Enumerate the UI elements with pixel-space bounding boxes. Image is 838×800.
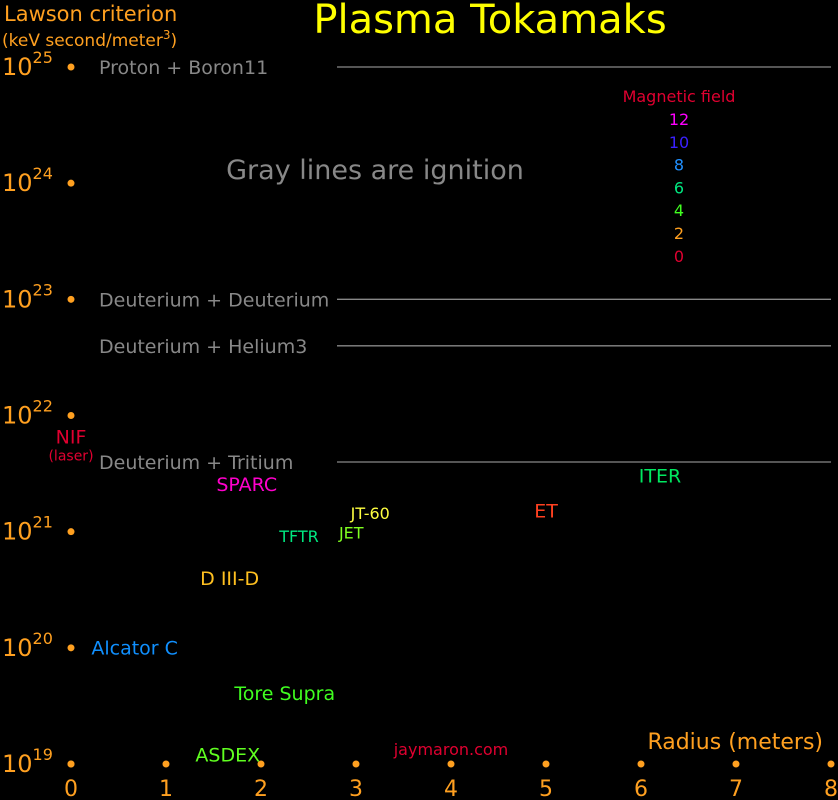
x-tick-dot-6: [637, 760, 645, 768]
legend-entry-8: 8: [674, 156, 684, 175]
x-tick-dot-3: [352, 760, 360, 768]
y-tick-label-24: 1024: [2, 164, 53, 197]
x-tick-dot-5: [542, 760, 550, 768]
x-tick-dot-4: [447, 760, 455, 768]
y-tick-label-19: 1019: [2, 745, 53, 778]
point-label-alcator-c: Alcator C: [91, 638, 178, 660]
y-tick-dot-22: [67, 412, 75, 419]
y-tick-label-25: 1025: [2, 48, 53, 81]
point-label-jet: JET: [338, 524, 364, 543]
ignition-label-deuterium-helium3: Deuterium + Helium3: [99, 336, 307, 358]
y-tick-dot-19: [67, 760, 75, 768]
chart-title: Plasma Tokamaks: [313, 0, 666, 43]
point-label-tftr: TFTR: [278, 527, 319, 546]
legend-entry-2: 2: [674, 224, 684, 243]
ignition-label-deuterium-deuterium: Deuterium + Deuterium: [99, 289, 329, 311]
x-tick-dot-8: [827, 760, 835, 768]
legend-entry-12: 12: [669, 110, 689, 129]
x-tick-dot-7: [732, 760, 740, 768]
y-tick-label-22: 1022: [2, 397, 53, 430]
point-label-iter: ITER: [639, 466, 681, 488]
point-sublabel-nif: (laser): [48, 448, 93, 464]
point-label-nif: NIF: [56, 426, 87, 448]
legend: 12 10 8 6 4 2 0: [669, 110, 689, 266]
legend-entry-0: 0: [674, 247, 684, 266]
y-axis-units-close: ): [171, 31, 178, 51]
point-label-d-iii-d: D III-D: [200, 568, 259, 590]
point-label-tore-supra: Tore Supra: [233, 683, 335, 705]
y-tick-dot-25: [67, 63, 75, 71]
y-tick-dot-21: [67, 528, 75, 536]
y-axis-units: (keV second/meter3): [2, 28, 177, 51]
y-axis-label: Lawson criterion: [4, 2, 177, 26]
x-tick-label-3: 3: [349, 777, 363, 800]
y-tick-label-20: 1020: [2, 629, 53, 662]
credit-text: jaymaron.com: [393, 740, 509, 759]
y-tick-dot-20: [67, 644, 75, 652]
ignition-annotation: Gray lines are ignition: [226, 155, 524, 186]
y-axis-units-sup: 3: [163, 28, 171, 42]
y-tick-dot-24: [67, 179, 75, 187]
y-tick-dot-23: [67, 295, 75, 303]
x-tick-label-6: 6: [634, 777, 648, 800]
y-axis-units-text: (keV second/meter: [2, 31, 163, 51]
point-label-sparc: SPARC: [216, 474, 277, 496]
point-label-et: ET: [534, 501, 558, 523]
legend-entry-6: 6: [674, 178, 684, 197]
ignition-label-proton-boron11: Proton + Boron11: [99, 57, 268, 79]
x-tick-label-1: 1: [159, 777, 173, 800]
x-tick-label-8: 8: [824, 777, 838, 800]
y-tick-label-21: 1021: [2, 513, 53, 546]
x-tick-label-7: 7: [729, 777, 743, 800]
legend-title: Magnetic field: [623, 87, 736, 106]
point-label-asdex: ASDEX: [195, 745, 260, 767]
x-tick-label-2: 2: [254, 777, 268, 800]
legend-entry-4: 4: [674, 201, 684, 220]
x-tick-dot-1: [162, 760, 170, 768]
legend-entry-10: 10: [669, 133, 689, 152]
x-tick-dot-2: [257, 760, 265, 768]
ignition-label-deuterium-tritium: Deuterium + Tritium: [99, 452, 293, 474]
y-tick-label-23: 1023: [2, 280, 53, 313]
x-tick-label-4: 4: [444, 777, 458, 800]
x-tick-label-5: 5: [539, 777, 553, 800]
point-label-jt-60: JT-60: [350, 504, 390, 523]
x-axis-label: Radius (meters): [647, 730, 823, 755]
x-tick-label-0: 0: [64, 777, 78, 800]
